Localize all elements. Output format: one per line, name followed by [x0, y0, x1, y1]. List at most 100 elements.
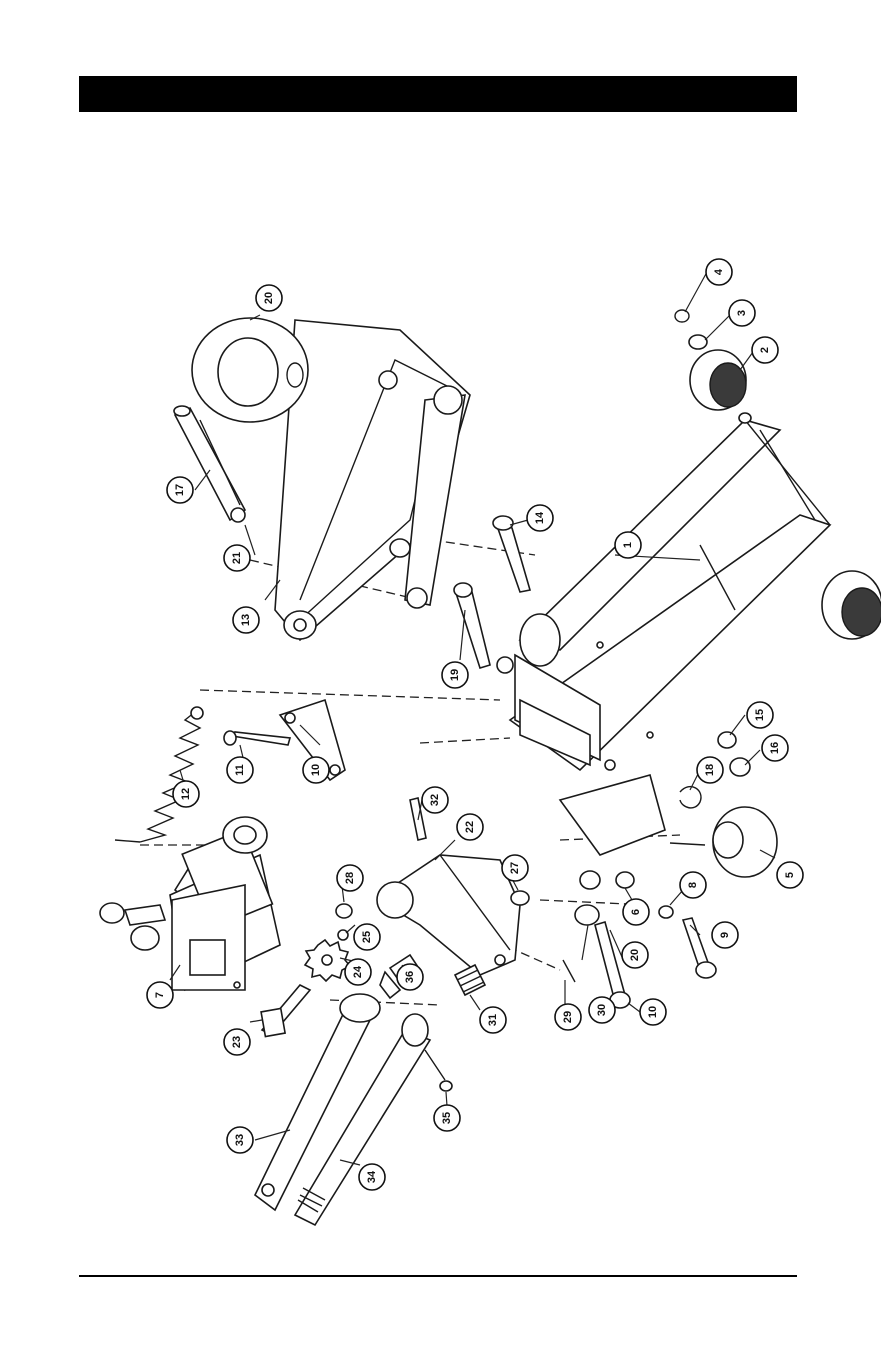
plug-28 — [336, 904, 352, 918]
callout-10b: 10 — [640, 999, 666, 1025]
return-spring — [115, 707, 203, 842]
gear-24 — [305, 940, 350, 981]
clip-4 — [675, 310, 689, 322]
svg-text:18: 18 — [704, 764, 716, 776]
svg-text:16: 16 — [769, 742, 781, 754]
callout-19: 19 — [442, 662, 468, 688]
svg-text:6: 6 — [630, 909, 642, 915]
callout-4: 4 — [706, 259, 732, 285]
front-wheel — [690, 350, 751, 423]
caster-wheel — [670, 807, 777, 877]
callout-20b: 20 — [622, 942, 648, 968]
callout-15: 15 — [747, 702, 773, 728]
callout-22: 22 — [457, 814, 483, 840]
saddle-cap — [192, 318, 308, 422]
washer-3 — [689, 335, 707, 349]
svg-text:35: 35 — [441, 1112, 453, 1124]
callout-18: 18 — [697, 757, 723, 783]
rear-wheel — [822, 571, 881, 639]
svg-text:25: 25 — [361, 931, 373, 943]
callout-35: 35 — [434, 1105, 460, 1131]
washer-27 — [511, 891, 529, 905]
pin-29 — [563, 960, 575, 982]
svg-text:8: 8 — [687, 882, 699, 888]
svg-text:31: 31 — [487, 1014, 499, 1026]
callout-28: 28 — [337, 865, 363, 891]
svg-text:24: 24 — [352, 965, 364, 978]
svg-text:19: 19 — [449, 669, 461, 681]
svg-text:3: 3 — [736, 310, 748, 316]
svg-text:10: 10 — [647, 1006, 659, 1018]
callout-12: 12 — [173, 781, 199, 807]
callout-31: 31 — [480, 1007, 506, 1033]
callout-6: 6 — [623, 899, 649, 925]
svg-text:20: 20 — [629, 949, 641, 961]
nut-16 — [730, 758, 750, 776]
callout-29: 29 — [555, 1004, 581, 1030]
svg-text:34: 34 — [366, 1170, 378, 1183]
callout-3: 3 — [729, 300, 755, 326]
callout-25: 25 — [354, 924, 380, 950]
callout-21: 21 — [224, 545, 250, 571]
callout-7: 7 — [147, 982, 173, 1008]
svg-text:32: 32 — [429, 794, 441, 806]
svg-text:15: 15 — [754, 709, 766, 721]
washer-8 — [659, 906, 673, 918]
callout-33: 33 — [227, 1127, 253, 1153]
svg-text:14: 14 — [534, 511, 546, 524]
handle-socket — [174, 406, 245, 522]
pin-19 — [454, 583, 490, 668]
svg-text:33: 33 — [234, 1134, 246, 1146]
pin-14 — [493, 516, 530, 592]
svg-text:30: 30 — [596, 1004, 608, 1016]
callout-9: 9 — [712, 922, 738, 948]
callout-27: 27 — [502, 855, 528, 881]
svg-text:13: 13 — [240, 614, 252, 626]
svg-text:11: 11 — [234, 764, 246, 776]
svg-text:9: 9 — [719, 932, 731, 938]
svg-text:10: 10 — [310, 764, 322, 776]
svg-text:23: 23 — [231, 1036, 243, 1048]
pump-body — [377, 855, 520, 975]
callout-1: 1 — [615, 532, 641, 558]
svg-text:12: 12 — [180, 788, 192, 800]
screw-35 — [425, 1050, 452, 1091]
svg-text:22: 22 — [464, 821, 476, 833]
bolt-9 — [683, 918, 716, 978]
callout-34: 34 — [359, 1164, 385, 1190]
plunger-23 — [261, 985, 310, 1037]
hydraulic-unit — [100, 817, 280, 990]
callout-14: 14 — [527, 505, 553, 531]
callout-2: 2 — [752, 337, 778, 363]
svg-text:2: 2 — [759, 347, 771, 353]
svg-text:20: 20 — [263, 292, 275, 304]
svg-text:1: 1 — [622, 542, 634, 548]
bolt-11 — [224, 731, 290, 745]
svg-text:29: 29 — [562, 1011, 574, 1023]
callout-32: 32 — [422, 787, 448, 813]
callout-5: 5 — [777, 862, 803, 888]
svg-text:36: 36 — [404, 971, 416, 983]
svg-text:21: 21 — [231, 552, 243, 564]
nut-15 — [718, 732, 736, 748]
svg-text:5: 5 — [784, 872, 796, 878]
ball-25 — [338, 930, 348, 940]
cylinder-20b — [575, 871, 625, 998]
callout-23: 23 — [224, 1029, 250, 1055]
callout-24: 24 — [345, 959, 371, 985]
callout-11: 11 — [227, 757, 253, 783]
callout-16: 16 — [762, 735, 788, 761]
footer-rule — [79, 1275, 797, 1277]
callout-8: 8 — [680, 872, 706, 898]
washer-6 — [616, 872, 634, 888]
callout-36: 36 — [397, 964, 423, 990]
callout-20: 20 — [256, 285, 282, 311]
svg-text:7: 7 — [154, 992, 166, 998]
callout-17: 17 — [167, 477, 193, 503]
svg-text:27: 27 — [509, 862, 521, 874]
callout-10a: 10 — [303, 757, 329, 783]
svg-text:28: 28 — [344, 872, 356, 884]
main-frame — [497, 420, 830, 855]
svg-text:4: 4 — [713, 268, 725, 275]
